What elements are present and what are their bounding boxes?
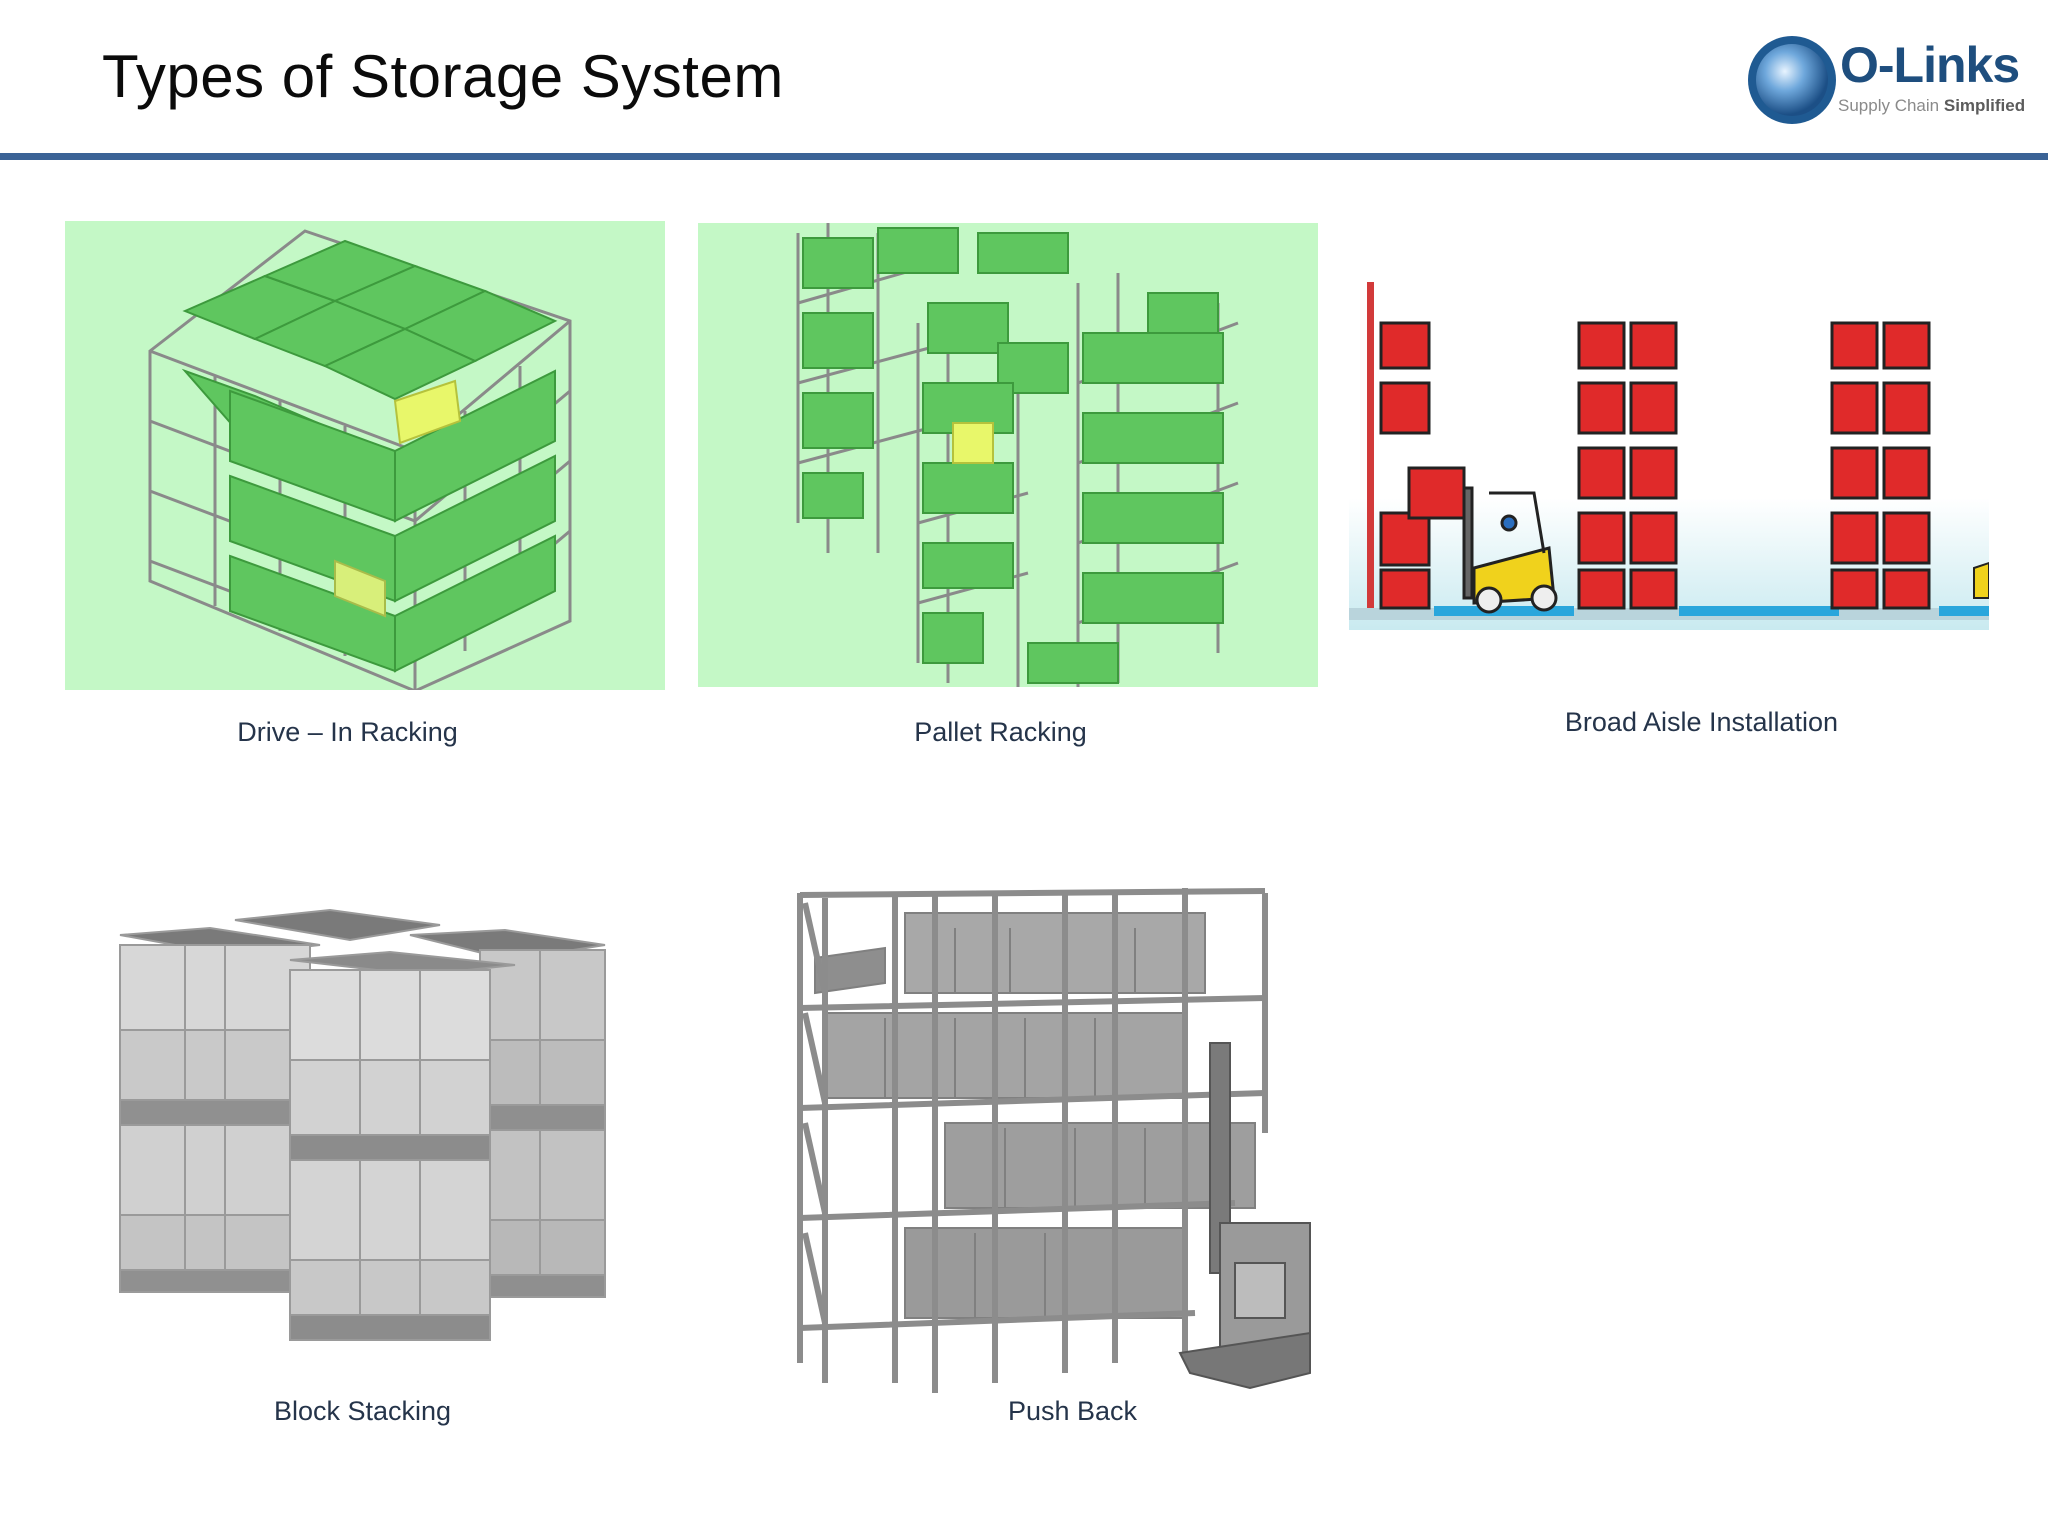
- block-stacking-illustration: [110, 900, 620, 1350]
- logo-wordmark: O-Links: [1840, 37, 2020, 93]
- logo-tagline: Supply Chain Simplified: [1838, 96, 2026, 115]
- drive-in-racking-illustration: [65, 221, 665, 690]
- rack-middle: [1577, 321, 1678, 610]
- push-back-illustration: [795, 883, 1315, 1393]
- pallet-racking-caption: Pallet Racking: [914, 717, 1087, 747]
- globe-icon: [1748, 36, 1836, 124]
- broad-aisle-installation-illustration: [1349, 278, 1989, 630]
- slide-title: Types of Storage System: [102, 43, 784, 110]
- drive-in-racking-caption: Drive – In Racking: [237, 717, 458, 747]
- forklift: [1462, 486, 1558, 614]
- block-stacking-caption: Block Stacking: [273, 1396, 452, 1426]
- rack-left: [1367, 282, 1466, 610]
- pallet-racking-illustration: [698, 223, 1318, 687]
- rack-right: [1830, 321, 1931, 610]
- company-logo: O-Links Supply Chain Simplified: [1748, 30, 2038, 130]
- broad-aisle-installation-caption: Broad Aisle Installation: [1564, 707, 1839, 737]
- header-divider: [0, 153, 2048, 160]
- push-back-caption: Push Back: [1007, 1396, 1138, 1426]
